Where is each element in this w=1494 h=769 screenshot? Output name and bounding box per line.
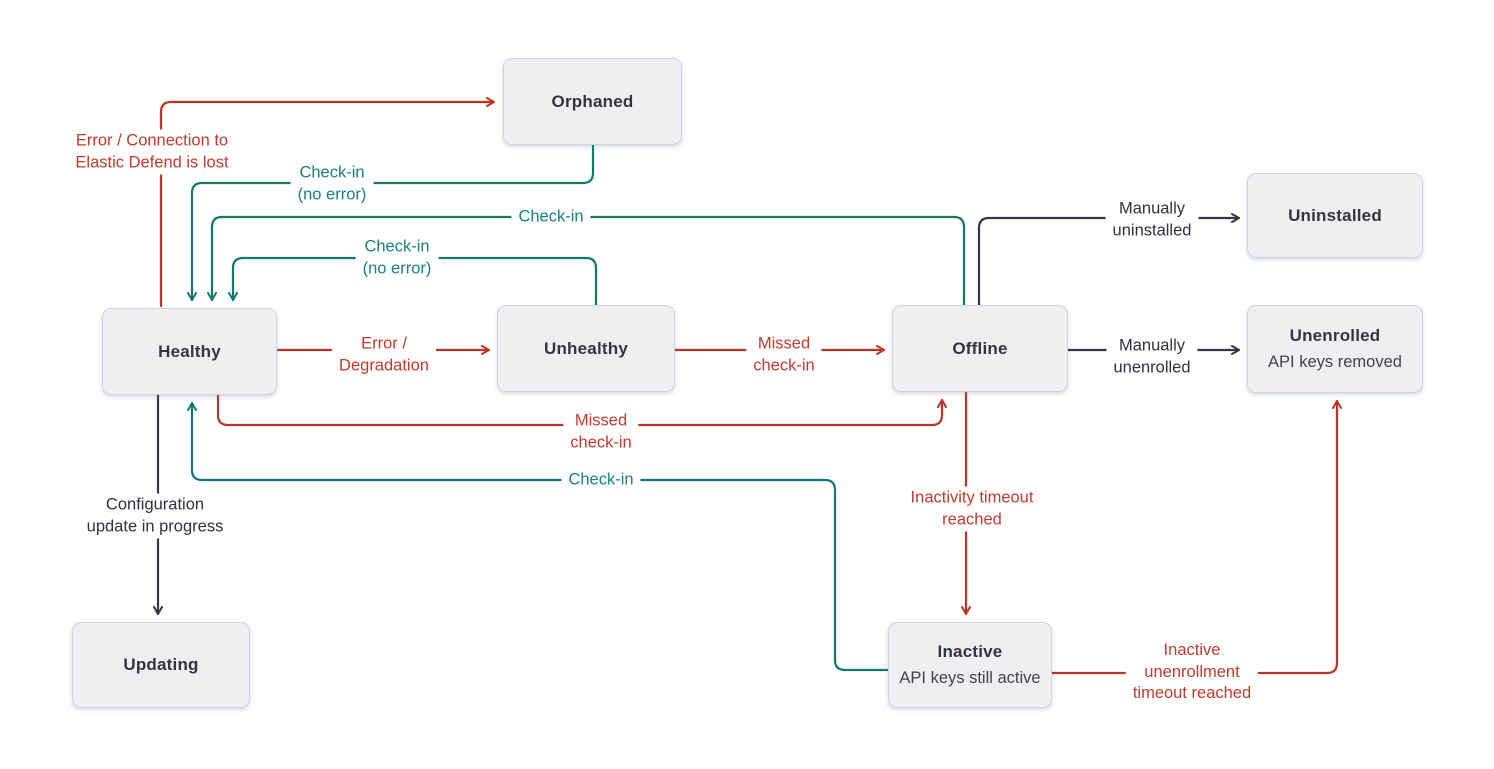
edge-offline-to-healthy [207,215,966,307]
node-orphaned-title: Orphaned [551,91,634,111]
edge-inactive-to-healthy [187,401,890,672]
edge-label-error-degradation: Error /Degradation [332,332,436,378]
node-inactive: Inactive API keys still active [888,622,1052,708]
node-unenrolled-subtitle: API keys removed [1268,353,1402,371]
node-unenrolled-title: Unenrolled [1289,326,1381,345]
edge-inactive-to-unenrolled [1050,399,1342,675]
node-inactive-subtitle: API keys still active [899,669,1041,687]
node-unhealthy-title: Unhealthy [544,338,628,358]
node-orphaned: Orphaned [503,58,682,145]
node-offline: Offline [892,305,1068,392]
edge-orphaned-to-healthy [187,143,595,302]
edge-label-checkin-offline: Check-in [511,205,591,229]
node-unenrolled: Unenrolled API keys removed [1247,305,1423,393]
edge-label-checkin-no-error-orphaned: Check-in(no error) [290,161,374,207]
node-offline-title: Offline [952,338,1008,358]
node-healthy-title: Healthy [158,341,221,361]
node-uninstalled: Uninstalled [1247,173,1423,258]
node-inactive-title: Inactive [937,642,1003,661]
edge-label-checkin-inactive: Check-in [561,468,641,492]
node-updating-title: Updating [123,655,199,674]
edge-label-checkin-no-error-unhealthy: Check-in(no error) [355,235,439,281]
edge-offline-to-uninstalled [977,213,1241,307]
node-updating: Updating [72,622,250,708]
node-healthy: Healthy [102,308,277,395]
node-uninstalled-title: Uninstalled [1288,205,1382,225]
node-unhealthy: Unhealthy [497,305,675,392]
edge-healthy-to-orphaned [159,97,496,308]
